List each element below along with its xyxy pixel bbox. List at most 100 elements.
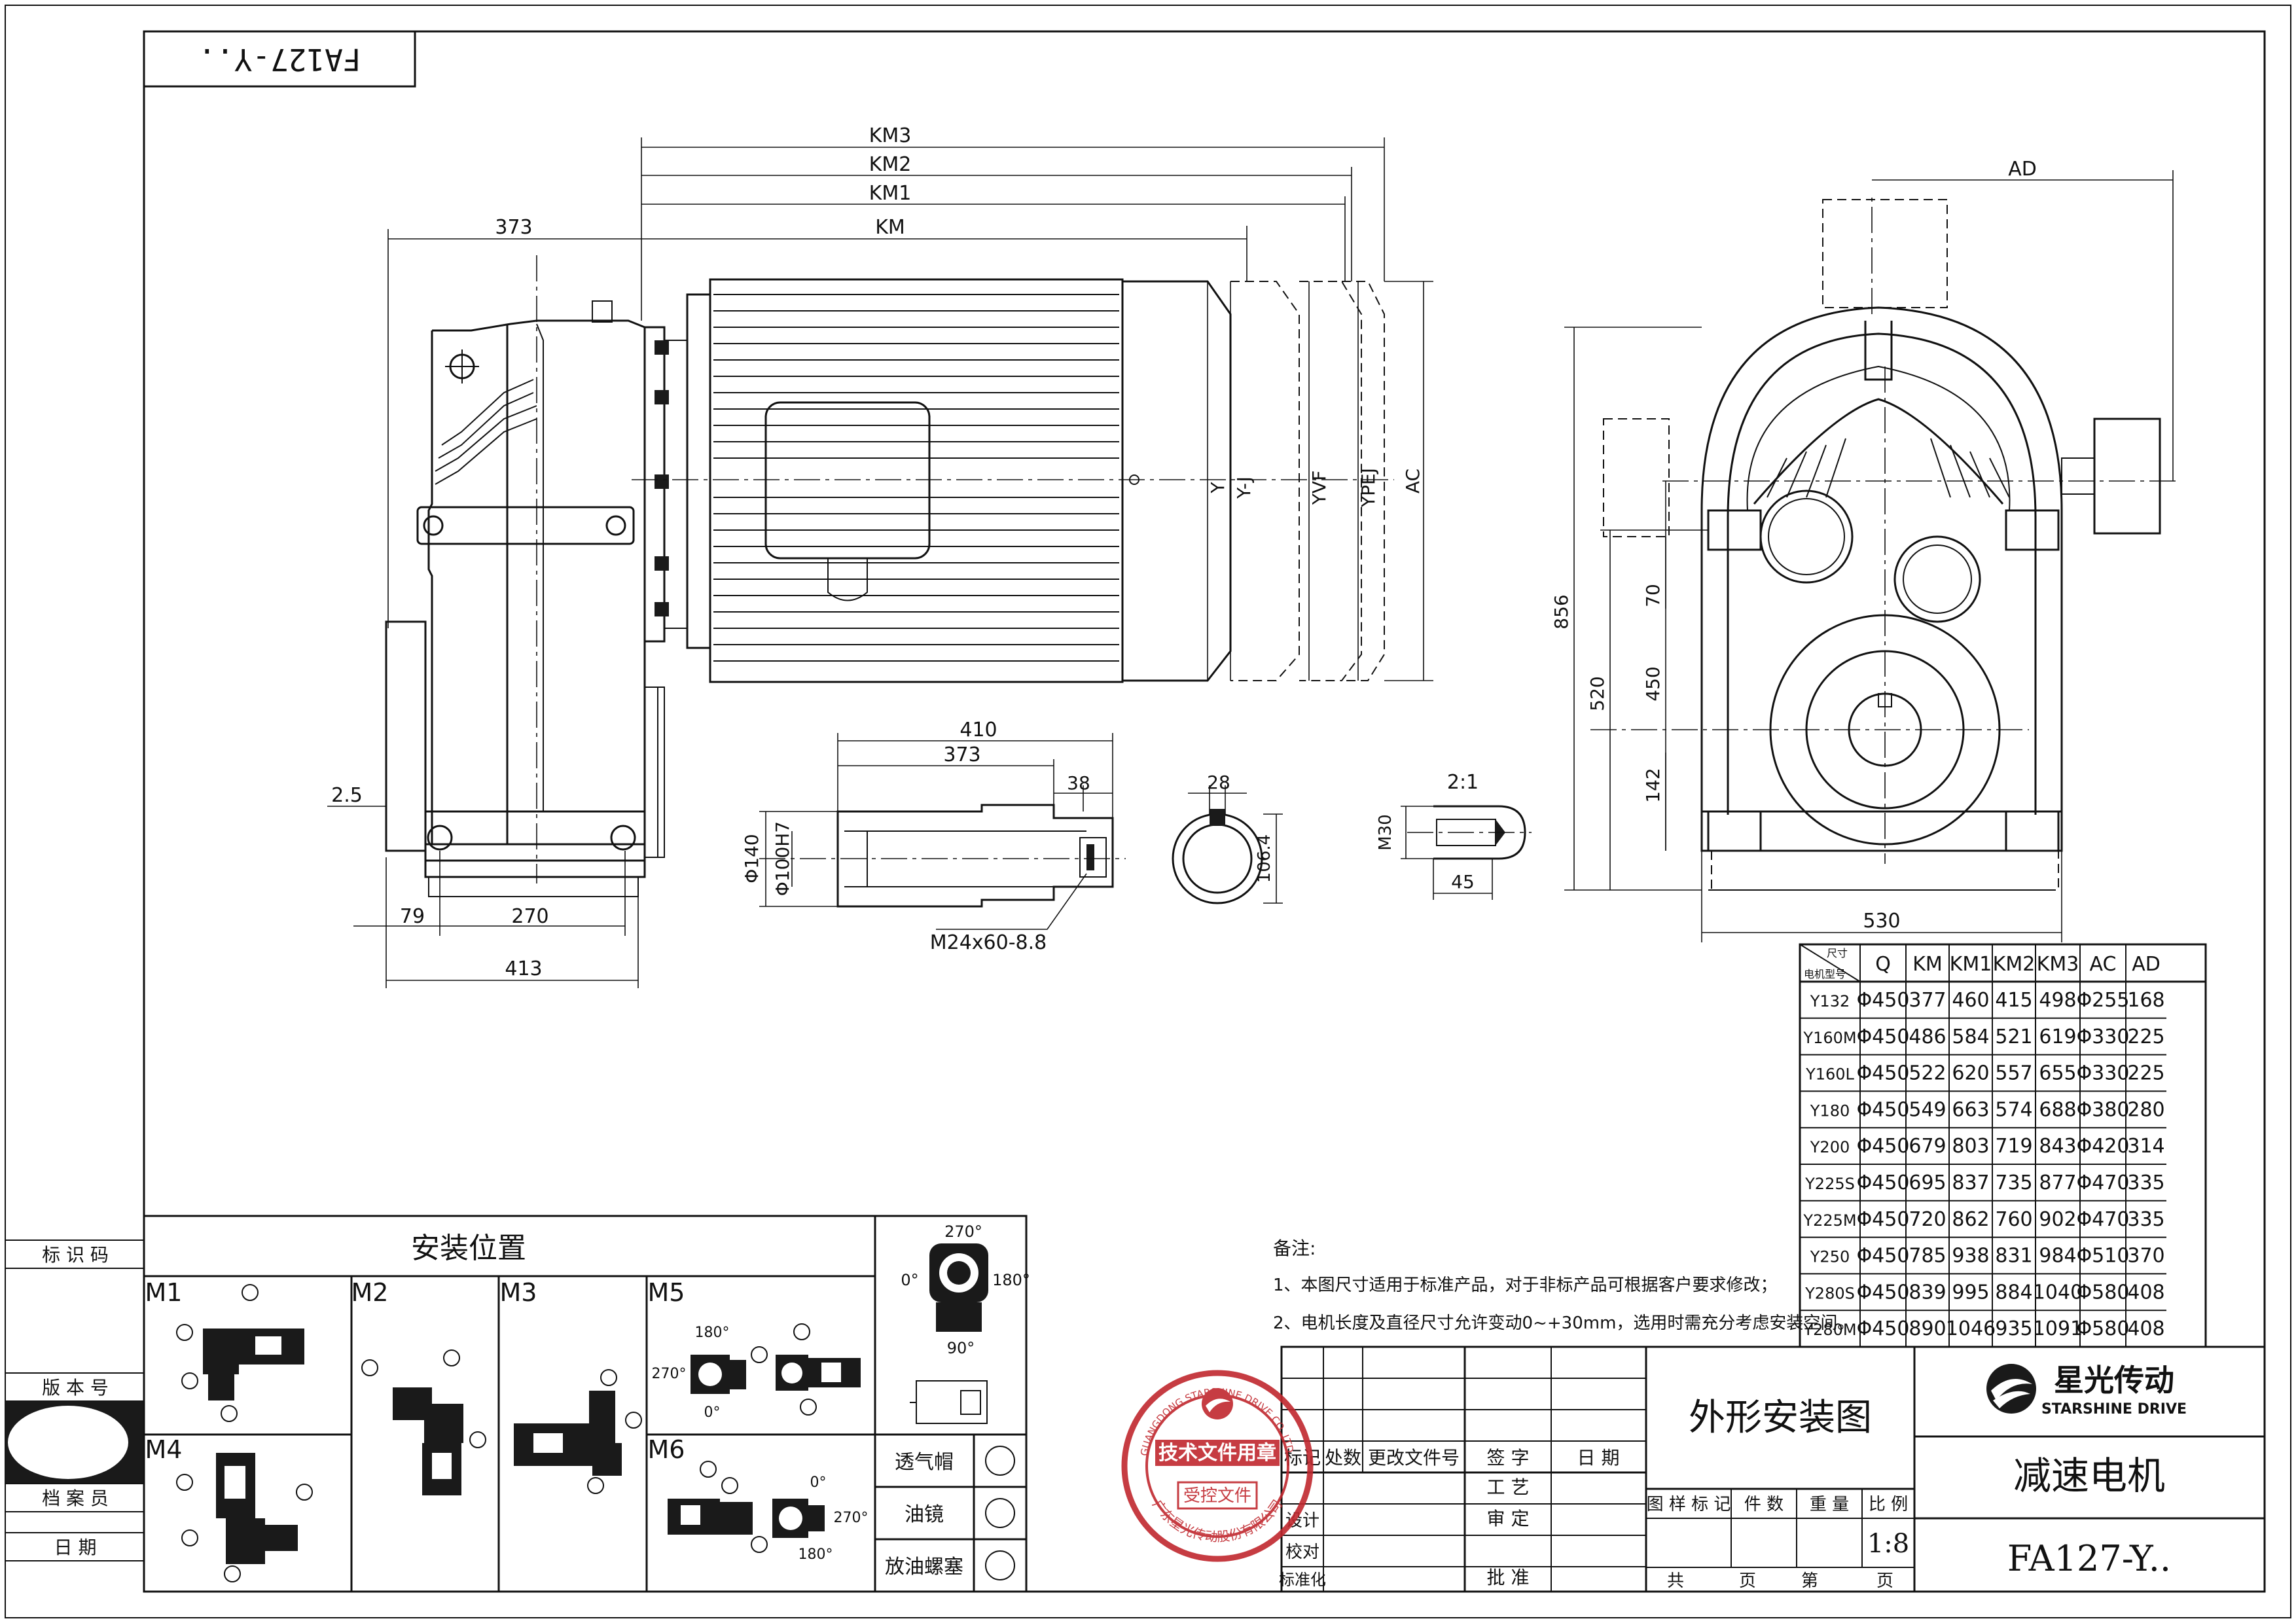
table-corner-bottom: 电机型号 <box>1804 968 1846 980</box>
rev-h-sign: 签 字 <box>1487 1447 1530 1469</box>
table-cell: Φ470 <box>2077 1208 2130 1231</box>
table-header-km2: KM2 <box>1993 953 2036 976</box>
front-view: KM3 KM2 KM1 KM 373 2.5 79 270 413 <box>327 124 1433 988</box>
orientation-reference: 270° 0° 180° 90° <box>901 1222 1030 1424</box>
table-cell: 408 <box>2127 1281 2164 1304</box>
table-cell: Y280S <box>1804 1284 1855 1302</box>
table-corner-top: 尺寸 <box>1827 947 1848 959</box>
table-cell: 877 <box>2039 1171 2076 1194</box>
table-cell: 335 <box>2127 1171 2164 1194</box>
rev-h-docno: 更改文件号 <box>1368 1447 1460 1469</box>
table-cell: 574 <box>1995 1098 2032 1121</box>
table-cell: Φ450 <box>1857 1135 1910 1158</box>
table-cell: Φ580 <box>2077 1317 2130 1340</box>
mounting-positions: 安装位置 M1 M2 M3 M5 M4 M6 <box>143 1215 1030 1593</box>
table-cell: Φ330 <box>2077 1026 2130 1048</box>
dim-450: 450 <box>1642 666 1664 701</box>
dim-270: 270 <box>511 905 548 928</box>
table-cell: Φ450 <box>1857 1317 1910 1340</box>
bolt-callout: M24x60-8.8 <box>930 931 1047 954</box>
table-cell: 935 <box>1995 1317 2032 1340</box>
rev-h-mark: 标记 <box>1284 1447 1321 1469</box>
table-cell: 938 <box>1952 1245 1989 1268</box>
table-cell: 1046 <box>1946 1317 1996 1340</box>
dim-79: 79 <box>400 905 425 928</box>
table-cell: Y132 <box>1810 992 1850 1010</box>
table-cell: Y200 <box>1810 1138 1850 1156</box>
rev-h-count: 处数 <box>1325 1447 1361 1469</box>
table-cell: Y250 <box>1810 1248 1850 1266</box>
dim-410: 410 <box>960 719 997 741</box>
note-2: 2、电机长度及直径尺寸允许变动0~+30mm，选用时需充分考虑安装空间。 <box>1273 1313 1854 1333</box>
table-cell: Φ450 <box>1857 1208 1910 1231</box>
table-cell: Φ470 <box>2077 1171 2130 1194</box>
table-cell: Φ450 <box>1857 989 1910 1012</box>
dim-142: 142 <box>1642 768 1664 802</box>
meta-weight: 重 量 <box>1810 1495 1849 1514</box>
pos-m6: M6 <box>648 1435 685 1464</box>
dim-km1: KM1 <box>869 182 912 205</box>
table-cell: 679 <box>1909 1135 1946 1158</box>
drawing-title: 外形安装图 <box>1689 1397 1872 1439</box>
m5-angle-0: 0° <box>704 1404 721 1421</box>
dim-373: 373 <box>495 216 532 239</box>
table-cell: 735 <box>1995 1171 2032 1194</box>
stamp-sub: 受控文件 <box>1183 1486 1251 1506</box>
m3-figure <box>514 1369 642 1494</box>
table-cell: 884 <box>1995 1281 2032 1304</box>
legend-drain-plug: 放油螺塞 <box>885 1556 963 1578</box>
dim-km: KM <box>875 216 905 239</box>
row-approve: 批 准 <box>1487 1567 1530 1588</box>
table-cell: 785 <box>1909 1245 1946 1268</box>
strip-label-version: 版 本 号 <box>42 1377 109 1399</box>
dim-413: 413 <box>505 957 542 980</box>
table-cell: Φ450 <box>1857 1245 1910 1268</box>
ref-angle-0: 0° <box>901 1271 918 1289</box>
table-cell: 280 <box>2127 1098 2164 1121</box>
meta-qty: 件 数 <box>1744 1495 1784 1514</box>
table-cell: 522 <box>1909 1062 1946 1085</box>
strip-oval <box>8 1406 128 1479</box>
row-check: 校对 <box>1285 1543 1319 1562</box>
m5-figure: 180° 270° 0° <box>652 1323 861 1421</box>
table-cell: Y160L <box>1805 1065 1854 1084</box>
mounting-title: 安装位置 <box>411 1232 526 1265</box>
table-cell: Φ380 <box>2077 1098 2130 1121</box>
side-strip: 标 识 码 版 本 号 档 案 员 日 期 <box>5 1240 144 1561</box>
side-dimensions: AD 856 520 450 70 142 530 <box>1551 158 2174 942</box>
m6-figure: 0° 270° 180° <box>668 1461 869 1563</box>
table-cell: 584 <box>1952 1026 1989 1048</box>
dim-856: 856 <box>1551 594 1572 629</box>
ref-angle-90: 90° <box>947 1339 975 1357</box>
table-cell: 408 <box>2127 1317 2164 1340</box>
table-cell: 695 <box>1909 1171 1946 1194</box>
shaft-section <box>1172 813 1263 904</box>
company-name-cn: 星光传动 <box>2054 1363 2174 1398</box>
sheet-total-label: 共 <box>1667 1571 1684 1591</box>
strip-label-date: 日 期 <box>54 1537 97 1558</box>
table-cell: 862 <box>1952 1208 1989 1231</box>
ref-angle-180: 180° <box>992 1271 1030 1289</box>
inner-border <box>143 30 2266 1593</box>
side-housing-outer <box>1700 306 2063 815</box>
dim-km3: KM3 <box>869 124 912 147</box>
table-cell: Y180 <box>1810 1101 1850 1120</box>
motor-fins <box>713 294 1119 662</box>
side-view: AD 856 520 450 70 142 530 <box>1551 158 2179 942</box>
table-cell: 720 <box>1909 1208 1946 1231</box>
table-cell: 1040 <box>2033 1281 2083 1304</box>
product-name: 减速电机 <box>2013 1454 2165 1498</box>
m2-figure <box>361 1349 486 1495</box>
dim-28: 28 <box>1207 772 1230 793</box>
company-name-en: STARSHINE DRIVE <box>2041 1401 2187 1418</box>
m5-angle-180: 180° <box>695 1325 730 1341</box>
meta-drawing-mark: 图 样 标 记 <box>1647 1495 1731 1514</box>
m5-angle-270: 270° <box>652 1366 687 1382</box>
table-cell: 688 <box>2039 1098 2076 1121</box>
table-cell: 995 <box>1952 1281 1989 1304</box>
m6-angle-270: 270° <box>834 1510 869 1526</box>
table-cell: 225 <box>2127 1062 2164 1085</box>
table-cell: 719 <box>1995 1135 2032 1158</box>
row-process: 工 艺 <box>1487 1476 1530 1498</box>
